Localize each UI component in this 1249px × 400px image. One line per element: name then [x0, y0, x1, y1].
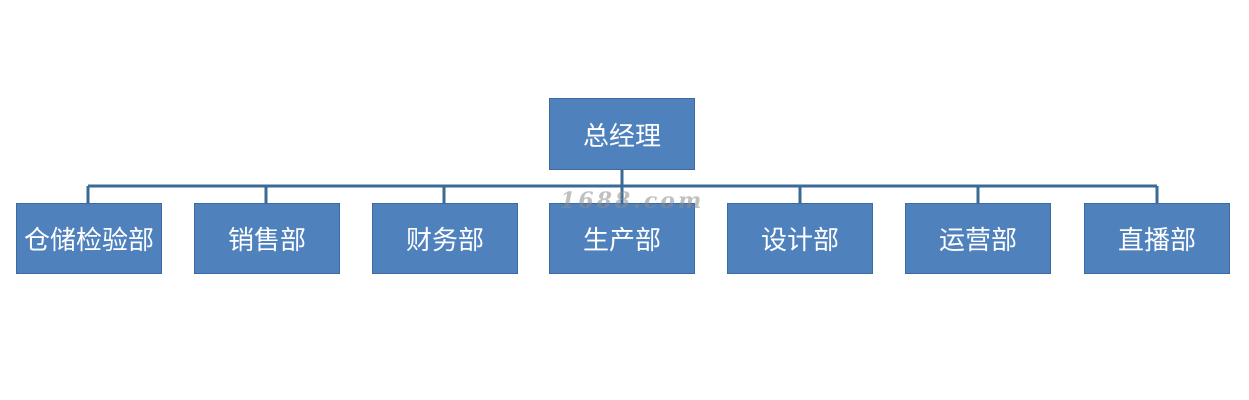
node-sales-dept: 销售部	[194, 203, 340, 274]
node-production-dept: 生产部	[549, 203, 695, 274]
node-livestream-dept: 直播部	[1084, 203, 1230, 274]
node-design-dept: 设计部	[727, 203, 873, 274]
node-general-manager: 总经理	[549, 98, 695, 170]
node-operations-dept: 运营部	[905, 203, 1051, 274]
node-finance-dept: 财务部	[372, 203, 518, 274]
node-warehouse-inspection-dept: 仓储检验部	[16, 203, 162, 274]
